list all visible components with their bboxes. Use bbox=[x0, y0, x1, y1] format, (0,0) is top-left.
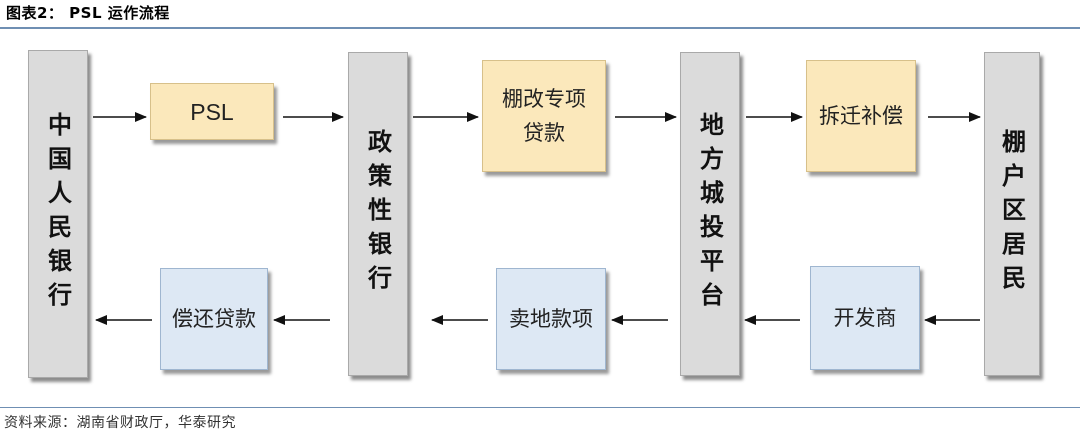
box-shanty-loan-label: 棚改专项贷款 bbox=[502, 87, 586, 145]
box-compensation-label: 拆迁补偿 bbox=[819, 104, 903, 128]
box-shanty-loan: 棚改专项贷款 bbox=[482, 60, 606, 172]
column-policy-bank: 政策性银行 bbox=[348, 52, 408, 376]
box-developer: 开发商 bbox=[810, 266, 920, 370]
box-compensation: 拆迁补偿 bbox=[806, 60, 916, 172]
figure-title: 图表2： PSL 运作流程 bbox=[6, 4, 170, 22]
source-rule bbox=[0, 407, 1080, 408]
box-developer-label: 开发商 bbox=[833, 306, 897, 330]
box-land-sale: 卖地款项 bbox=[496, 268, 606, 370]
box-psl: PSL bbox=[150, 83, 274, 140]
source-note: 资料来源：湖南省财政厅，华泰研究 bbox=[4, 415, 236, 431]
column-pboc: 中国人民银行 bbox=[28, 50, 88, 378]
column-pboc-label: 中国人民银行 bbox=[43, 112, 73, 316]
column-residents-label: 棚户区居民 bbox=[997, 129, 1027, 299]
box-repay-loan: 偿还贷款 bbox=[160, 268, 268, 370]
column-lgfv-label: 地方城投平台 bbox=[695, 112, 725, 316]
column-lgfv: 地方城投平台 bbox=[680, 52, 740, 376]
box-land-sale-label: 卖地款项 bbox=[509, 307, 593, 331]
title-rule bbox=[0, 27, 1080, 29]
box-psl-label: PSL bbox=[190, 98, 234, 125]
column-residents: 棚户区居民 bbox=[984, 52, 1040, 376]
column-policy-bank-label: 政策性银行 bbox=[363, 129, 393, 299]
box-repay-loan-label: 偿还贷款 bbox=[172, 307, 256, 331]
